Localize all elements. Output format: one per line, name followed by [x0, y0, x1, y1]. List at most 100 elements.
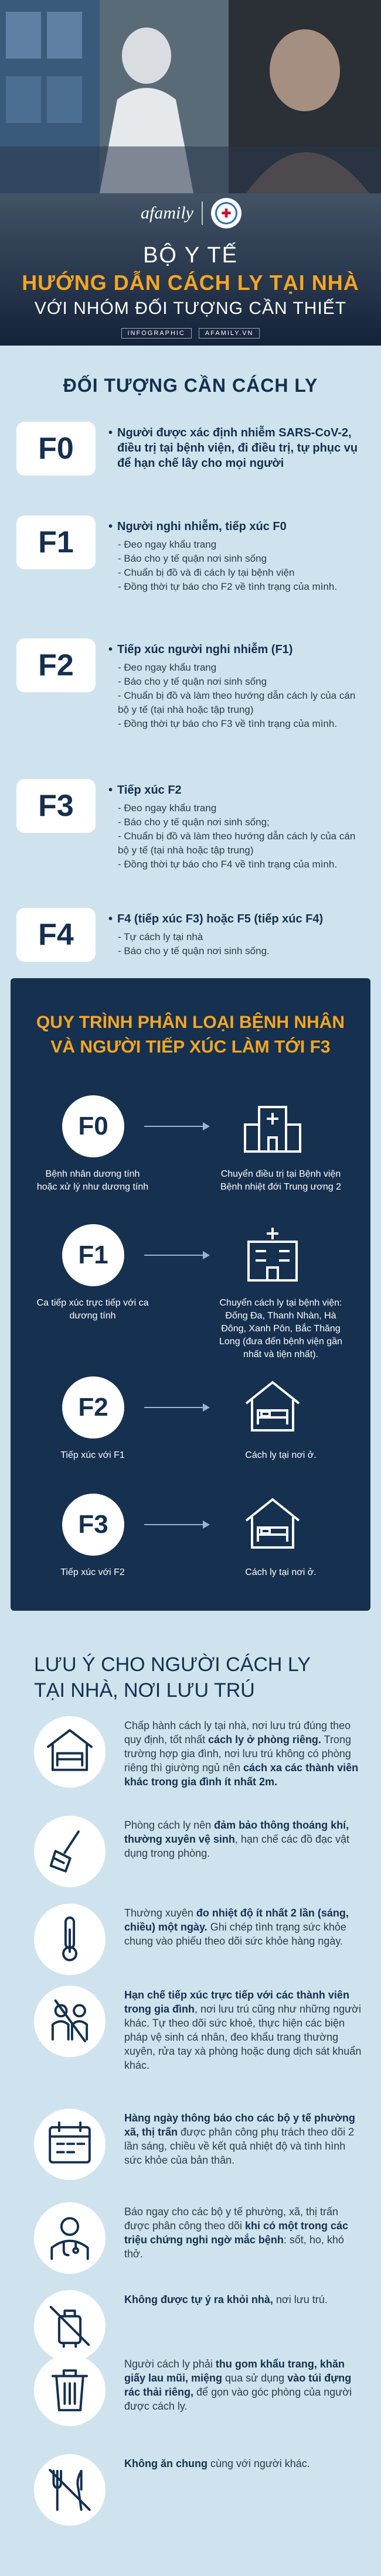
group-heading: F4 (tiếp xúc F3) hoặc F5 (tiếp xúc F4) [117, 913, 324, 925]
triage-right-text: Cách ly tại nơi ở. [245, 1450, 317, 1460]
list-item: - Tự cách ly tại nhà [118, 931, 203, 942]
triage-badge: F3 [62, 1494, 124, 1556]
list-item: - Đồng thời tự báo cho F3 về tình trạng … [118, 718, 338, 729]
note-text-bold: cách ly ở phòng riêng. [208, 1734, 321, 1745]
list-item: - Báo cho y tế quận nơi sinh sống [118, 553, 267, 564]
note-text: Báo ngay cho các bộ y tế phường, xã, thị… [124, 2202, 362, 2274]
note-text-regular: , hạn chế các đồ đạc vật dụng trong phòn… [124, 1833, 349, 1859]
list-item: - Đeo ngay khẩu trang [118, 662, 217, 673]
group-badge: F2 [16, 638, 96, 692]
group-card-f4: F4 •F4 (tiếp xúc F3) hoặc F5 (tiếp xúc F… [16, 908, 365, 962]
list-item: - Báo cho y tế quận nơi sinh sống; [118, 816, 270, 828]
note-text-regular: : sốt, ho, khó thở. [124, 2234, 344, 2260]
calendar-icon [34, 2109, 106, 2180]
ministry-of-health-logo-icon: ✚ [211, 198, 241, 228]
triage-left-text: Tiếp xúc với F2 [60, 1567, 125, 1577]
hospital-icon [244, 1106, 301, 1153]
note-text: Thường xuyên đo nhiệt độ ít nhất 2 lần (… [124, 1904, 362, 1975]
broom-icon [34, 1816, 106, 1887]
triage-left-text: Tiếp xúc với F1 [60, 1450, 125, 1460]
group-card-f1: F1 •Người nghi nhiễm, tiếp xúc F0 - Đeo … [16, 515, 365, 594]
note-text-bold: Không ăn chung [124, 2458, 207, 2469]
note-text: Phòng cách ly nên đảm bảo thông thoáng k… [124, 1816, 362, 1887]
section-home-isolation-notes: LƯU Ý CHO NGƯỜI CÁCH LY TẠI NHÀ, NƠI LƯU… [0, 1611, 381, 2576]
note-item: Thường xuyên đo nhiệt độ ít nhất 2 lần (… [34, 1904, 362, 1975]
no-eating-together-icon [34, 2454, 106, 2526]
note-item: Không ăn chung cùng với người khác. [34, 2454, 362, 2526]
group-card-f3: F3 •Tiếp xúc F2 - Đeo ngay khẩu trang - … [16, 779, 365, 872]
group-badge: F0 [16, 422, 96, 476]
group-heading: Tiếp xúc F2 [117, 784, 182, 797]
group-heading: Người nghi nhiễm, tiếp xúc F0 [117, 520, 287, 533]
triage-right-text: Chuyển cách ly tại bệnh viện: Đống Đa, T… [219, 1298, 342, 1359]
triage-right-text: Chuyển điều trị tại Bệnh viện Bệnh nhiệt… [220, 1169, 342, 1192]
group-card-f0: F0 •Người được xác định nhiễm SARS-CoV-2… [16, 422, 365, 476]
section2-title-line-1: QUY TRÌNH PHÂN LOẠI BỆNH NHÂN [36, 1013, 345, 1032]
note-text: Chấp hành cách ly tại nhà, nơi lưu trú đ… [124, 1716, 362, 1789]
note-item: Báo ngay cho các bộ y tế phường, xã, thị… [34, 2202, 362, 2274]
header: afamily ✚ BỘ Y TẾ HƯỚNG DẪN CÁCH LY TẠI … [0, 0, 381, 346]
note-text-bold: cách xa các thành viên khác trong gia đì… [124, 1762, 359, 1788]
header-line-3: VỚI NHÓM ĐỐI TƯỢNG CẦN THIẾT [34, 299, 347, 318]
note-text-regular: Thường xuyên [124, 1907, 196, 1919]
triage-badge: F2 [62, 1376, 124, 1439]
note-text-bold: đo nhiệt độ ít nhất 2 lần (sáng, chiều) … [124, 1907, 349, 1933]
tag-site: AFAMILY.VN [198, 328, 260, 339]
note-text: Hàng ngày thông báo cho các bộ y tế phườ… [124, 2109, 362, 2180]
note-text-regular: Phòng cách ly nên [124, 1819, 215, 1831]
arrow-icon [144, 1521, 210, 1529]
list-item: - Đeo ngay khẩu trang [118, 802, 217, 814]
section1-title: ĐỐI TƯỢNG CẦN CÁCH LY [63, 375, 318, 396]
note-text-bold: thu gom khẩu trang, khăn giấy lau mũi, m… [124, 2358, 345, 2384]
list-item: - Chuẩn bị đồ và đi cách ly tại bệnh việ… [118, 567, 295, 578]
list-item: - Chuẩn bị đồ và làm theo hướng dẫn cách… [118, 690, 356, 715]
note-text: Người cách ly phải thu gom khẩu trang, k… [124, 2355, 362, 2426]
note-text-bold: Không được tự ý ra khỏi nhà, [124, 2294, 273, 2305]
note-text-bold: Hàng ngày thông báo cho các bộ y tế phườ… [124, 2112, 355, 2138]
note-item: Phòng cách ly nên đảm bảo thông thoáng k… [34, 1816, 362, 1887]
group-heading: Tiếp xúc người nghi nhiễm (F1) [117, 643, 293, 656]
note-text: Hạn chế tiếp xúc trực tiếp với các thành… [124, 1986, 362, 2072]
header-line-1: BỘ Y TẾ [143, 243, 238, 268]
note-text-regular: Ghi chép tình trạng sức khỏe chung vào p… [124, 1921, 346, 1947]
arrow-icon [144, 1251, 210, 1259]
group-heading: Người được xác định nhiễm SARS-CoV-2, đi… [117, 426, 358, 470]
brand-bar: afamily ✚ [141, 198, 241, 228]
group-badge: F3 [16, 779, 96, 833]
home-bed-icon [34, 1716, 106, 1788]
note-text-regular: Chấp hành cách ly tại nhà, nơi lưu trú đ… [124, 1720, 351, 1745]
note-text-regular: để gọn vào góc phòng của người được cách… [124, 2386, 352, 2412]
home-bed-icon [245, 1498, 300, 1549]
note-item: Chấp hành cách ly tại nhà, nơi lưu trú đ… [34, 1716, 362, 1789]
list-item: - Đồng thời tự báo cho F2 về tình trạng … [118, 581, 338, 592]
hospital-building-icon [247, 1228, 298, 1282]
note-text-regular: , nơi lưu trú cũng như những người khác.… [124, 2003, 362, 2071]
section2-title: QUY TRÌNH PHÂN LOẠI BỆNH NHÂN VÀ NGƯỜI T… [11, 1010, 370, 1060]
triage-badge: F0 [62, 1095, 124, 1157]
no-travel-icon [34, 2290, 106, 2362]
list-item: - Đeo ngay khẩu trang [118, 539, 217, 550]
note-text-regular: Người cách ly phải [124, 2358, 216, 2370]
note-item: Hạn chế tiếp xúc trực tiếp với các thành… [34, 1986, 362, 2072]
triage-left-text: Ca tiếp xúc trực tiếp với ca dương tính [36, 1298, 149, 1321]
section3-title-line-2: TẠI NHÀ, NƠI LƯU TRÚ [34, 1679, 255, 1702]
list-item: - Báo cho y tế quận nơi sinh sống [118, 676, 267, 687]
note-text-bold: vào túi đựng rác thải riêng, [124, 2372, 352, 2398]
tag-infographic: INFOGRAPHIC [121, 328, 192, 339]
note-text: Không ăn chung cùng với người khác. [124, 2454, 310, 2526]
triage-left-text: Bệnh nhân dương tính hoặc xử lý như dươn… [36, 1169, 149, 1192]
arrow-icon [144, 1122, 210, 1130]
arrow-icon [144, 1403, 210, 1412]
group-badge: F4 [16, 908, 96, 962]
note-text-regular: được phân công phụ trách theo dõi 2 lần … [124, 2126, 355, 2166]
thermometer-icon [34, 1904, 106, 1975]
note-text-regular: Trong trường hợp gia đình, nơi lưu trú k… [124, 1734, 351, 1774]
note-text-regular: Báo ngay cho các bộ y tế phường, xã, thị… [124, 2206, 339, 2232]
note-text-bold: Hạn chế tiếp xúc trực tiếp với các thành… [124, 1989, 349, 2015]
note-text: Không được tự ý ra khỏi nhà, nơi lưu trú… [124, 2290, 328, 2362]
list-item: - Đồng thời tự báo cho F4 về tình trạng … [118, 859, 338, 870]
note-text-bold: đảm bảo thông thoáng khí, thường xuyên v… [124, 1819, 349, 1845]
section-isolation-targets: ĐỐI TƯỢNG CẦN CÁCH LY F0 •Người được xác… [0, 346, 381, 978]
brand-divider [202, 201, 203, 225]
